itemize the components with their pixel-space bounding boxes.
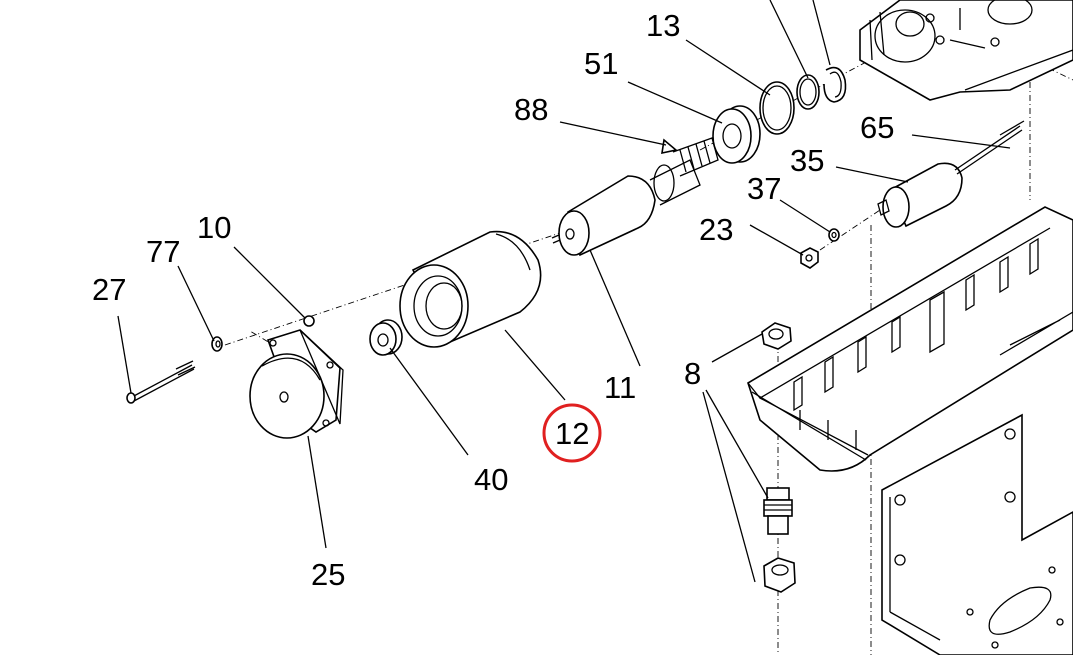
part-23-nut [800, 247, 819, 269]
main-frame [747, 206, 1073, 472]
label-77: 77 [146, 234, 180, 269]
label-11: 11 [604, 370, 636, 405]
part-35-capacitor [877, 120, 1025, 228]
label-35: 35 [790, 143, 824, 178]
label-25: 25 [311, 557, 345, 592]
label-88: 88 [514, 92, 548, 127]
part-40-bearing [369, 319, 403, 356]
label-8: 8 [684, 356, 701, 391]
callout-labels: 13 51 88 65 35 37 23 10 77 27 8 11 40 25… [92, 8, 894, 592]
mounting-bracket [881, 413, 1073, 655]
label-10: 10 [197, 210, 231, 245]
label-65: 65 [860, 110, 894, 145]
highlight-circle [542, 403, 602, 463]
label-27: 27 [92, 272, 126, 307]
part-12-housing [399, 230, 542, 348]
label-40: 40 [474, 462, 508, 497]
part-13-ring [759, 81, 795, 135]
part-11-rotor [551, 159, 701, 257]
part-25-flange-cover [249, 329, 344, 439]
part-8-fittings [761, 322, 796, 593]
part-10-nut [303, 315, 315, 327]
label-13: 13 [646, 8, 680, 43]
gear-housing [859, 0, 1073, 101]
circlip-rings [796, 66, 847, 110]
label-12: 12 [555, 416, 589, 451]
leader-lines [117, 0, 1011, 583]
label-37: 37 [747, 171, 781, 206]
part-77-washer [211, 336, 223, 352]
part-27-bolt [126, 360, 196, 404]
part-51-bearing [712, 105, 761, 164]
part-37-washer [828, 228, 840, 242]
label-51: 51 [584, 46, 618, 81]
label-23: 23 [699, 212, 733, 247]
